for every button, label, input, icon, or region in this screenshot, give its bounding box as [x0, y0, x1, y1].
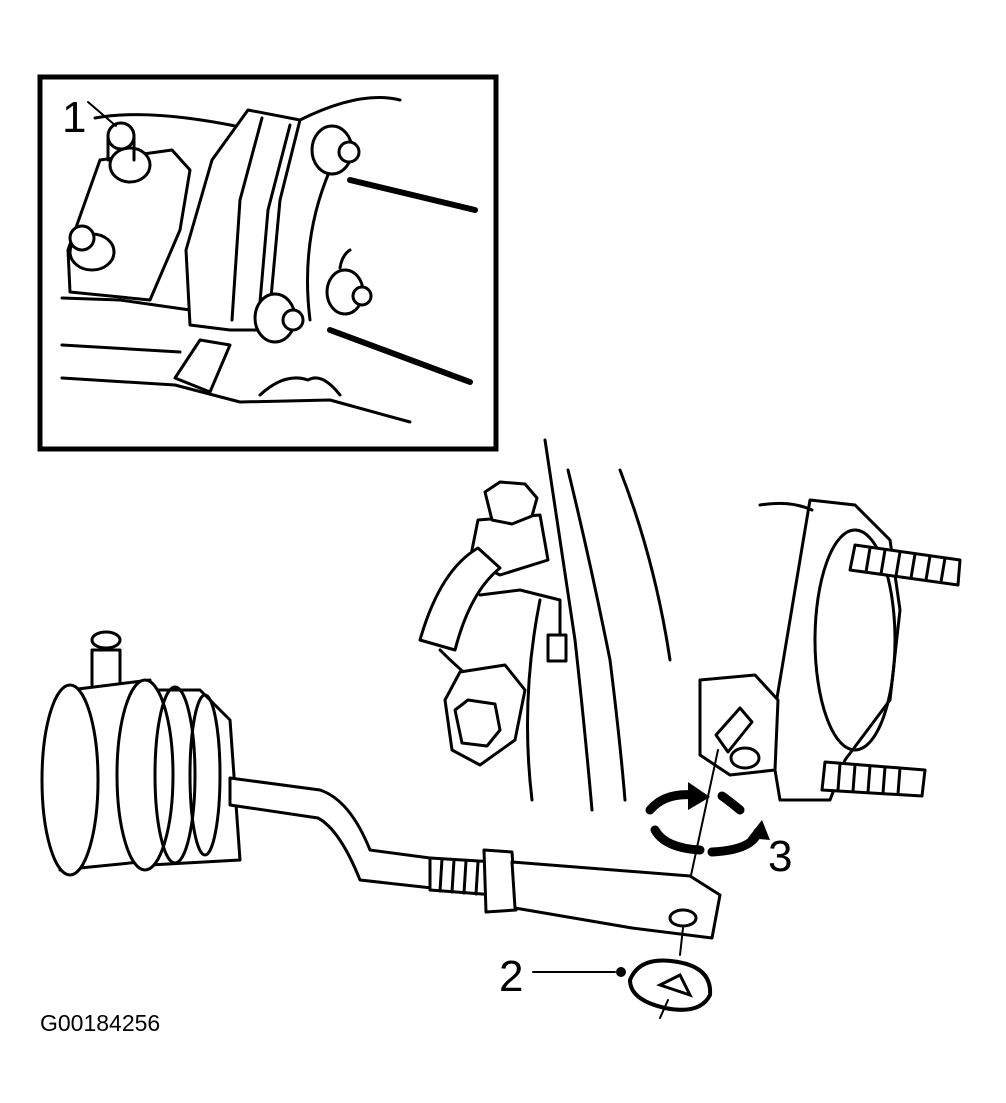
wastegate-pin	[714, 706, 754, 754]
rod-end	[510, 860, 722, 940]
callout-1-label: 1	[62, 93, 87, 142]
oil-pipe	[418, 546, 502, 652]
callout-1-leader	[87, 101, 117, 127]
main-view	[40, 438, 962, 1019]
bracket-foot	[173, 338, 232, 394]
stud-upper	[848, 543, 962, 587]
callout-2-label: 2	[499, 952, 524, 1001]
clamp-nut-right	[325, 248, 373, 316]
clamp-nut-bottom	[253, 292, 305, 344]
callout-3-label: 3	[768, 832, 793, 881]
clamp-nut-top	[310, 124, 361, 176]
wastegate-actuator	[40, 630, 242, 877]
inset-detail	[37, 74, 499, 452]
rotation-arrows-icon	[645, 782, 770, 857]
actuator-rod	[228, 776, 452, 892]
nut-upper	[106, 121, 152, 184]
figure-id: G00184256	[40, 1010, 161, 1036]
circlip	[627, 958, 713, 1019]
lower-bolt-head	[453, 698, 502, 748]
rod-end-hole	[668, 908, 698, 928]
banjo-bolt-head	[483, 480, 539, 526]
lock-nut	[482, 848, 518, 914]
stud-lower	[820, 760, 927, 798]
callout-2-dot	[616, 967, 626, 977]
wastegate-hole	[729, 746, 761, 770]
housing-nut	[546, 633, 568, 663]
clamp-band	[184, 108, 302, 332]
nut-lower	[68, 224, 116, 272]
